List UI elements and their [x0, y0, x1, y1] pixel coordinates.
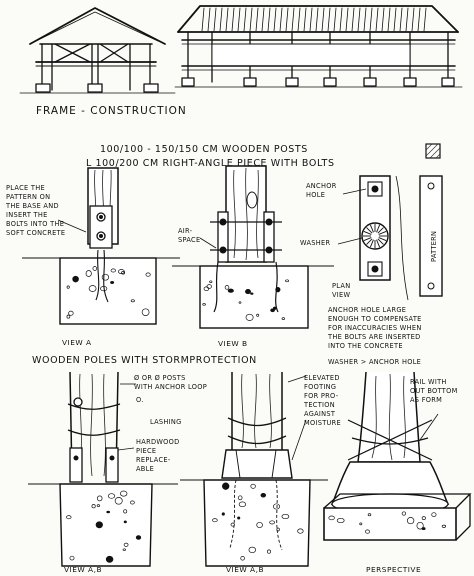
note-pattern: PATTERN	[430, 231, 438, 262]
label-view-ab-2: VIEW A,B	[226, 565, 264, 574]
label-view-ab-1: VIEW A,B	[64, 565, 102, 574]
view-ab2-drawing	[180, 372, 328, 567]
storm-heading: WOODEN POLES WITH STORMPROTECTION	[32, 355, 257, 366]
note-air-space: AIR- SPACE	[178, 227, 200, 244]
note-posts-anchor: Ø OR Ø POSTS WITH ANCHOR LOOP	[134, 374, 207, 391]
note-o-mark: O.	[136, 396, 144, 404]
note-place-pattern: PLACE THE PATTERN ON THE BASE AND INSERT…	[5, 184, 67, 237]
frame-caption: FRAME - CONSTRUCTION	[36, 105, 187, 117]
pattern-drawing	[337, 143, 443, 301]
view-a-drawing	[22, 167, 180, 325]
note-anchor-hole: ANCHOR HOLE	[306, 182, 339, 199]
view-ab1-drawing	[28, 371, 178, 567]
note-anchor-large: ANCHOR HOLE LARGE ENOUGH TO COMPENSATE F…	[327, 306, 424, 350]
spec-angle: L 100/200 Cm RIGHT-ANGLE PIECE WITH BOLT…	[86, 158, 335, 169]
frame-house-right	[174, 5, 463, 88]
note-hardwood: HARDWOOD PIECE REPLACE- ABLE	[136, 438, 182, 473]
note-washer: WASHER	[300, 239, 330, 247]
label-view-a: VIEW A	[62, 338, 92, 347]
label-perspective: PERSPECTIVE	[366, 565, 421, 574]
note-rail: RAIL WITH OUT BOTTOM AS FORM	[410, 378, 460, 404]
note-lashing: LASHING	[150, 418, 182, 426]
view-b-drawing	[172, 165, 334, 329]
frame-house-left	[19, 7, 176, 94]
note-washer-anchor: WASHER > ANCHOR HOLE	[328, 358, 421, 366]
note-plan-view: PLAN VIEW	[332, 282, 353, 299]
perspective-drawing	[323, 371, 472, 541]
label-view-b: VIEW B	[218, 339, 248, 348]
note-elevated: ELEVATED FOOTING FOR PRO- TECTION AGAINS…	[303, 374, 342, 427]
spec-posts: 100/100 - 150/150 Cm WOODEN POSTS	[100, 144, 308, 155]
